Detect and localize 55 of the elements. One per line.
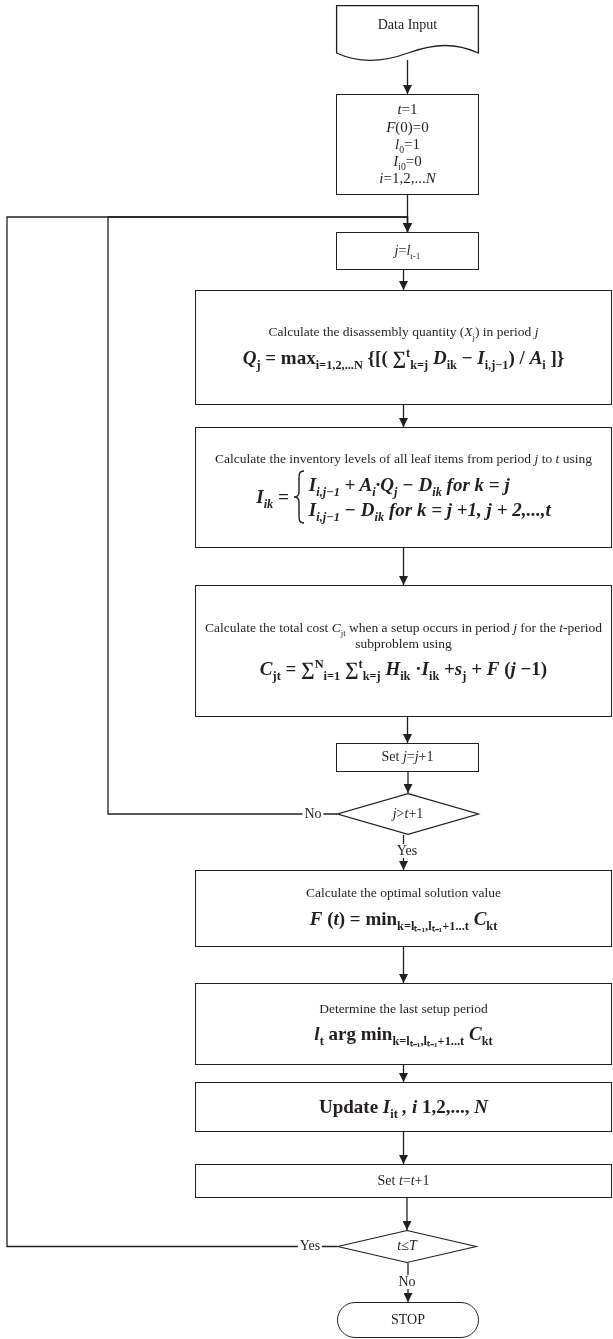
step-text: Calculate the inventory levels of all leaf items from period j to t using <box>215 450 592 467</box>
process-box <box>195 585 612 717</box>
process-box <box>336 743 479 772</box>
edge-label: Yes <box>394 844 420 858</box>
process-box <box>336 94 479 195</box>
formula: l$_{t}$ arg min$_{k=lₜ₋₁,lₜ₋₁+1...t}$ C$_{kt}$ <box>313 1022 494 1048</box>
step-text: Calculate the optimal solution value <box>305 885 502 901</box>
formula-line: i=1,2,...N <box>379 170 436 188</box>
arrow <box>399 547 408 586</box>
formula: C$_{jt}$ = ∑$^{N}$$_{i=1}$ ∑$^{t}$$_{k=j}$ H$_{ik}$ ·I$_{ik}$ +s$_{j}$ + F (j −1) <box>258 657 549 682</box>
arrow <box>403 716 412 744</box>
step-text: Calculate the total cost C$_{jt}$ when a setup occurs in period j for the t-period subproblem using <box>203 620 604 652</box>
formula-line: I$_{i0}$=0 <box>393 153 422 171</box>
process-box <box>195 1164 612 1198</box>
terminal-box <box>337 1302 479 1338</box>
process-box <box>336 232 479 270</box>
formula: I$_{ik}$ = <box>256 484 289 510</box>
process-box <box>195 427 612 548</box>
arrow <box>6 216 412 1248</box>
edge-label: No <box>302 807 324 821</box>
arrow <box>399 946 408 984</box>
step-text: Set j=j+1 <box>381 749 434 766</box>
arrow <box>399 404 408 428</box>
formula-line: F(0)=0 <box>386 118 429 136</box>
process-box <box>195 1082 612 1132</box>
formula: F (t) = min$_{k=lₜ₋₁,lₜ₋₁+1...t}$ C$_{kt}$ <box>308 906 499 932</box>
step-text: STOP <box>391 1311 425 1329</box>
step-text: Set t=t+1 <box>377 1172 430 1190</box>
formula-line: t=1 <box>397 101 418 119</box>
step-text: Data Input <box>377 17 438 34</box>
arrow <box>399 1064 408 1083</box>
formula: Q$_{j}$ = max$_{i=1,2,...N}$ {[( ∑$^{t}$$_{k=j}$ D$_{ik}$ − I$_{i,j−1}$) / A$_{i}$ ]} <box>241 345 566 371</box>
document-shape <box>336 5 479 60</box>
arrow <box>399 1131 408 1165</box>
process-box <box>195 983 612 1065</box>
step-text: j=l$_{t-1}$ <box>394 242 421 260</box>
formula: Update I$_{it}$ , i 1,2,..., N <box>318 1094 489 1120</box>
formula: I$_{i,j−1}$ − D$_{ik}$ for k = j +1, j + 2,...,t <box>308 499 551 523</box>
step-text: Determine the last setup period <box>318 1000 489 1017</box>
formula-line: l$_{0}$=1 <box>395 135 420 154</box>
arrow <box>403 1262 413 1303</box>
edge-label: No <box>396 1275 418 1289</box>
step-text: j>t+1 <box>392 805 424 823</box>
process-box <box>195 870 612 947</box>
decision-diamond <box>337 793 479 835</box>
edge-label: Yes <box>297 1239 323 1253</box>
arrow <box>403 59 412 95</box>
decision-diamond <box>337 1230 477 1263</box>
step-text: Calculate the disassembly quantity (X$_{j}$) in period j <box>267 324 540 340</box>
arrow <box>402 1197 412 1231</box>
arrow <box>399 269 408 291</box>
step-text: t≤T <box>397 1238 417 1255</box>
process-box <box>195 290 612 405</box>
arrow <box>403 771 413 794</box>
formula: I$_{i,j−1}$ + A$_{i}$·Q$_{j}$ − D$_{ik}$ for k = j <box>308 472 510 498</box>
